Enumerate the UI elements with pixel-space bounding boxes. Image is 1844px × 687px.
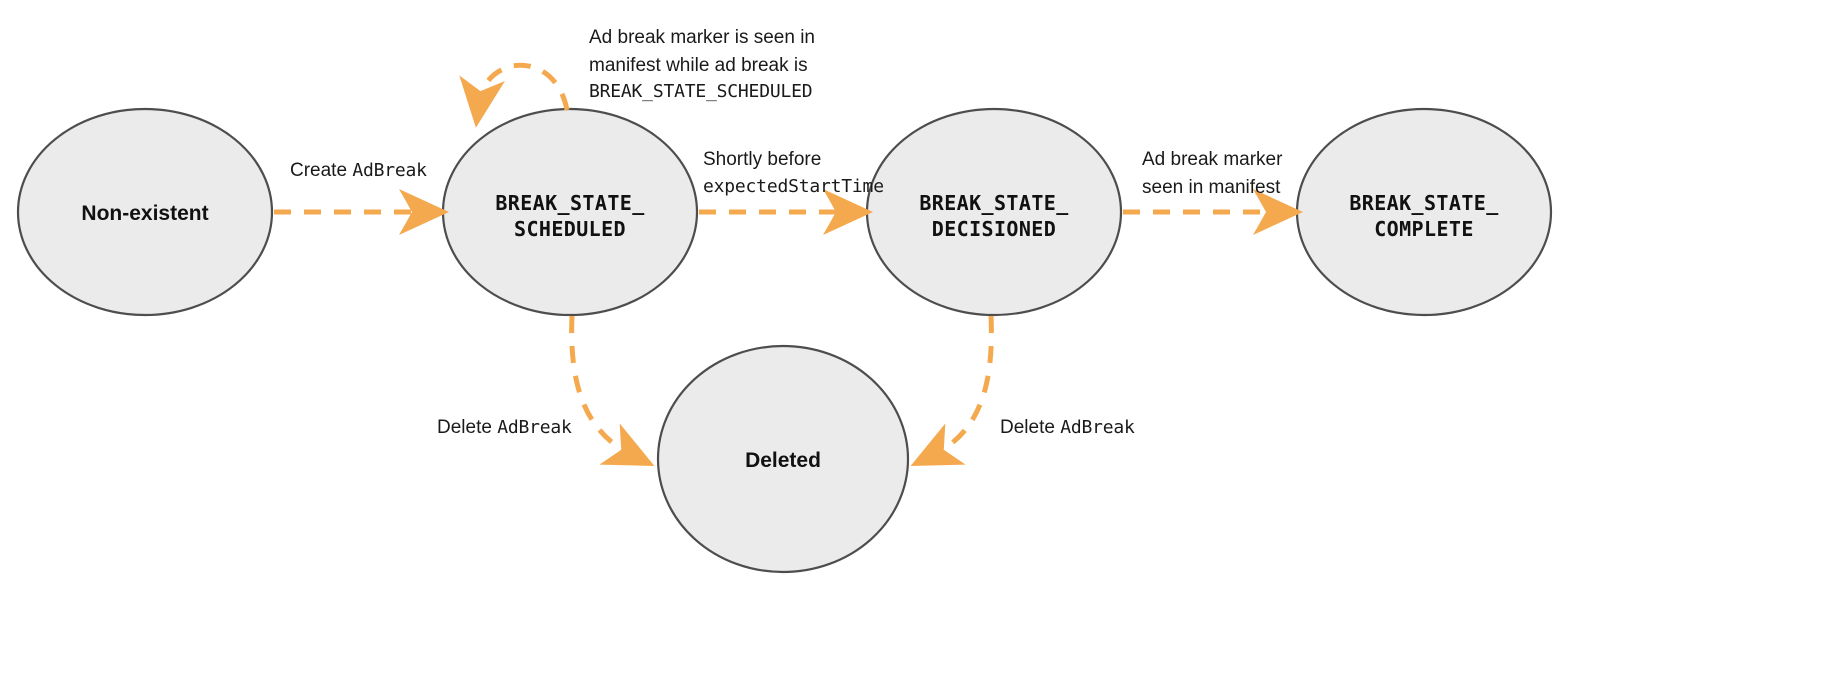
edge-label-self-loop-line3: BREAK_STATE_SCHEDULED bbox=[589, 81, 813, 103]
edge-label-scheduled-to-decisioned: Shortly before expectedStartTime bbox=[703, 146, 884, 200]
edge-label-shortly-before: Shortly before bbox=[703, 149, 822, 170]
edge-label-decisioned-to-complete: Ad break marker seen in manifest bbox=[1142, 146, 1282, 201]
edge-label-delete-code-left: AdBreak bbox=[497, 417, 572, 438]
node-shape-break-state-scheduled[interactable] bbox=[441, 107, 699, 317]
edge-label-decisioned-to-deleted: Delete AdBreak bbox=[1000, 414, 1135, 442]
edge-label-self-loop-scheduled: Ad break marker is seen in manifest whil… bbox=[589, 24, 815, 105]
node-shape-break-state-decisioned[interactable] bbox=[865, 107, 1123, 317]
edge-label-create-adbreak: Create AdBreak bbox=[290, 157, 427, 185]
edge-label-delete-code-right: AdBreak bbox=[1060, 417, 1135, 438]
edge-label-marker-line2: seen in manifest bbox=[1142, 176, 1281, 198]
edge-label-create-code: AdBreak bbox=[352, 160, 427, 181]
node-shape-break-state-complete[interactable] bbox=[1295, 107, 1553, 317]
node-shape-non-existent[interactable] bbox=[16, 107, 274, 317]
edge-label-expected-start-time: expectedStartTime bbox=[703, 175, 884, 197]
edge-label-self-loop-line1: Ad break marker is seen in bbox=[589, 27, 815, 48]
edge-label-scheduled-to-deleted: Delete AdBreak bbox=[437, 414, 572, 442]
edge-decisioned-to-deleted bbox=[910, 315, 994, 467]
edge-label-create-text: Create bbox=[290, 160, 353, 181]
edge-self-loop-scheduled bbox=[459, 62, 570, 128]
edge-label-marker-line1: Ad break marker bbox=[1142, 149, 1283, 170]
edge-label-delete-text-left: Delete bbox=[437, 417, 498, 438]
edge-scheduled-to-deleted bbox=[569, 315, 655, 467]
node-shape-deleted[interactable] bbox=[656, 344, 910, 574]
edge-label-self-loop-line2: manifest while ad break is bbox=[589, 54, 808, 76]
edge-label-delete-text-right: Delete bbox=[1000, 417, 1061, 438]
